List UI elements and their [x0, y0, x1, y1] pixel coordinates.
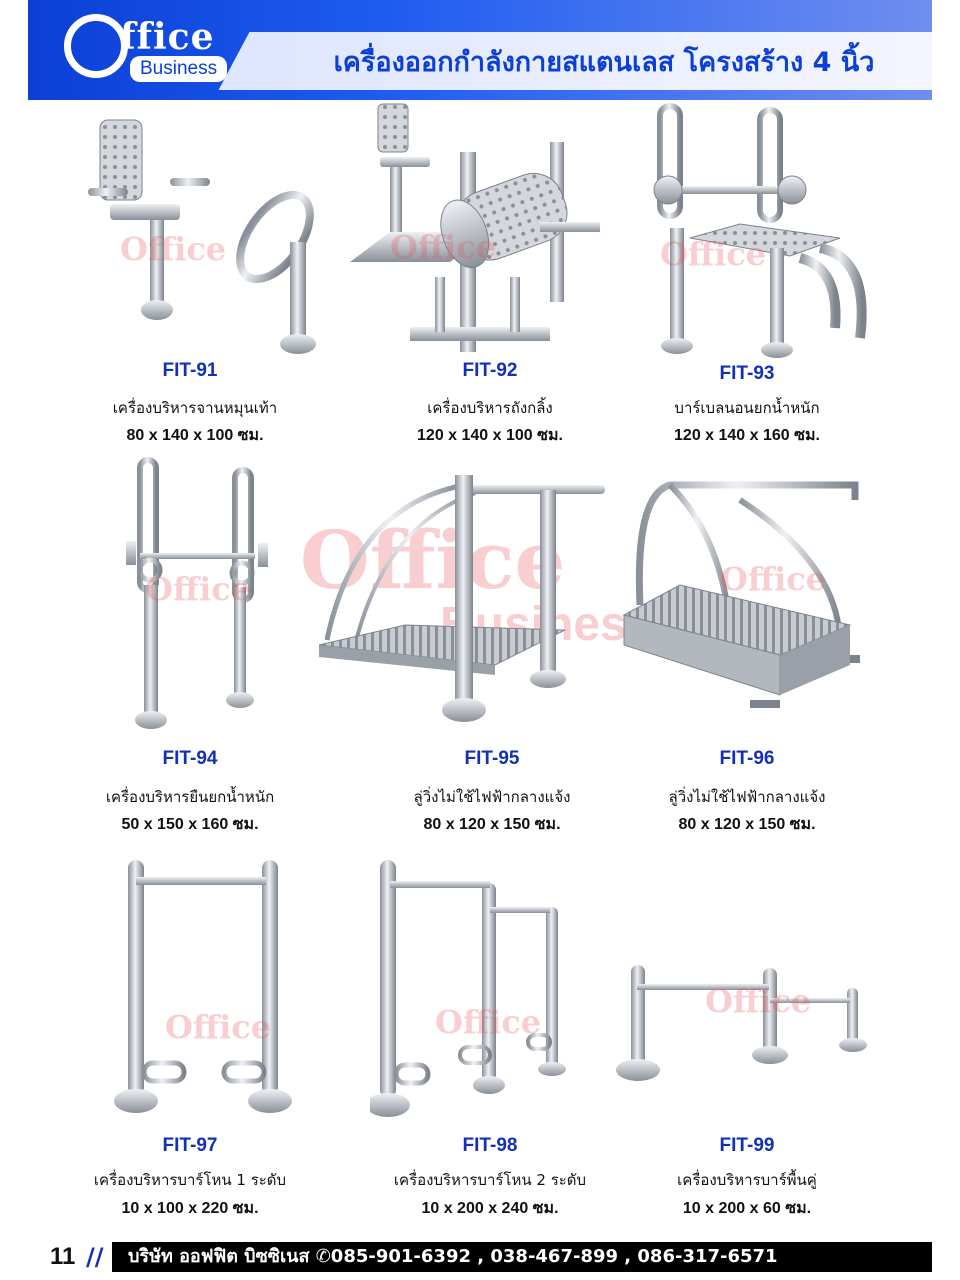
- product-image-fit-92: [350, 103, 600, 352]
- product-size-fit-98: 10 x 200 x 240 ซม.: [421, 1200, 559, 1217]
- product-image-fit-93: [653, 103, 867, 358]
- product-code-fit-98: FIT-98: [462, 1135, 518, 1156]
- product-name-fit-94: เครื่องบริหารยืนยกน้ำหนัก: [105, 788, 275, 806]
- product-code-fit-92: FIT-92: [462, 360, 518, 381]
- product-name-fit-96: ลู่วิ่งไม่ใช้ไฟฟ้ากลางแจ้ง: [668, 788, 826, 806]
- product-size-fit-95: 80 x 120 x 150 ซม.: [423, 816, 561, 833]
- product-size-fit-93: 120 x 140 x 160 ซม.: [674, 427, 820, 444]
- product-size-fit-99: 10 x 200 x 60 ซม.: [682, 1200, 812, 1217]
- product-name-fit-92: เครื่องบริหารถังกลิ้ง: [427, 399, 553, 417]
- watermark-fit-91: Office: [120, 230, 227, 268]
- watermark-fit-94: Office: [145, 570, 252, 608]
- footer-contact: บริษัท ออฟฟิต บิซซิเนส ✆085-901-6392 , 0…: [128, 1246, 778, 1267]
- footer-bar: [112, 1242, 932, 1272]
- watermark-fit-98: Office: [435, 1003, 542, 1041]
- page-number: 11: [50, 1243, 76, 1270]
- watermark-fit-93: Office: [660, 235, 767, 273]
- header-title-strip: [266, 32, 932, 90]
- logo-main-text: ffice: [120, 16, 215, 58]
- product-code-fit-97: FIT-97: [162, 1135, 218, 1156]
- page-title: เครื่องออกกำลังกายสแตนเลส โครงสร้าง 4 นิ…: [333, 47, 875, 78]
- product-code-fit-91: FIT-91: [162, 360, 218, 381]
- product-name-fit-91: เครื่องบริหารจานหมุนเท้า: [112, 399, 278, 417]
- product-image-fit-96: [622, 481, 860, 708]
- product-code-fit-96: FIT-96: [719, 748, 775, 769]
- product-image-fit-97: [114, 860, 292, 1113]
- product-size-fit-94: 50 x 150 x 160 ซม.: [121, 816, 259, 833]
- product-size-fit-96: 80 x 120 x 150 ซม.: [678, 816, 816, 833]
- product-size-fit-97: 10 x 100 x 220 ซม.: [121, 1200, 259, 1217]
- product-name-fit-99: เครื่องบริหารบาร์พื้นคู่: [677, 1171, 817, 1189]
- office-business-logo: ffice Business: [64, 10, 264, 90]
- product-name-fit-95: ลู่วิ่งไม่ใช้ไฟฟ้ากลางแจ้ง: [413, 788, 571, 806]
- product-image-fit-98: [370, 860, 566, 1117]
- header: ffice Business เครื่องออกกำลังกายสแตนเลส…: [28, 0, 932, 100]
- product-code-fit-93: FIT-93: [719, 363, 775, 384]
- logo-o-ring: [64, 14, 128, 78]
- product-size-fit-91: 80 x 140 x 100 ซม.: [126, 427, 264, 444]
- product-name-fit-93: บาร์เบลนอนยกน้ำหนัก: [674, 399, 820, 417]
- watermark-fit-96: Office: [720, 560, 827, 598]
- product-image-fit-91: [88, 119, 316, 354]
- product-code-fit-99: FIT-99: [719, 1135, 775, 1156]
- product-code-fit-94: FIT-94: [162, 748, 218, 769]
- logo-sub-text: Business: [130, 56, 228, 82]
- watermark-fit-92: Office: [390, 228, 497, 266]
- product-image-fit-99: [616, 965, 867, 1081]
- product-image-fit-95: [318, 475, 605, 722]
- footer: 11 // บริษัท ออฟฟิต บิซซิเนส ✆085-901-63…: [28, 1240, 932, 1274]
- product-image-fit-94: [126, 457, 268, 729]
- product-size-fit-92: 120 x 140 x 100 ซม.: [417, 427, 563, 444]
- footer-slash-decoration: //: [86, 1243, 104, 1271]
- product-name-fit-97: เครื่องบริหารบาร์โหน 1 ระดับ: [93, 1171, 287, 1189]
- watermark-fit-97: Office: [165, 1008, 272, 1046]
- product-name-fit-98: เครื่องบริหารบาร์โหน 2 ระดับ: [393, 1171, 587, 1189]
- watermark-fit-99: Office: [705, 982, 812, 1020]
- product-code-fit-95: FIT-95: [464, 748, 520, 769]
